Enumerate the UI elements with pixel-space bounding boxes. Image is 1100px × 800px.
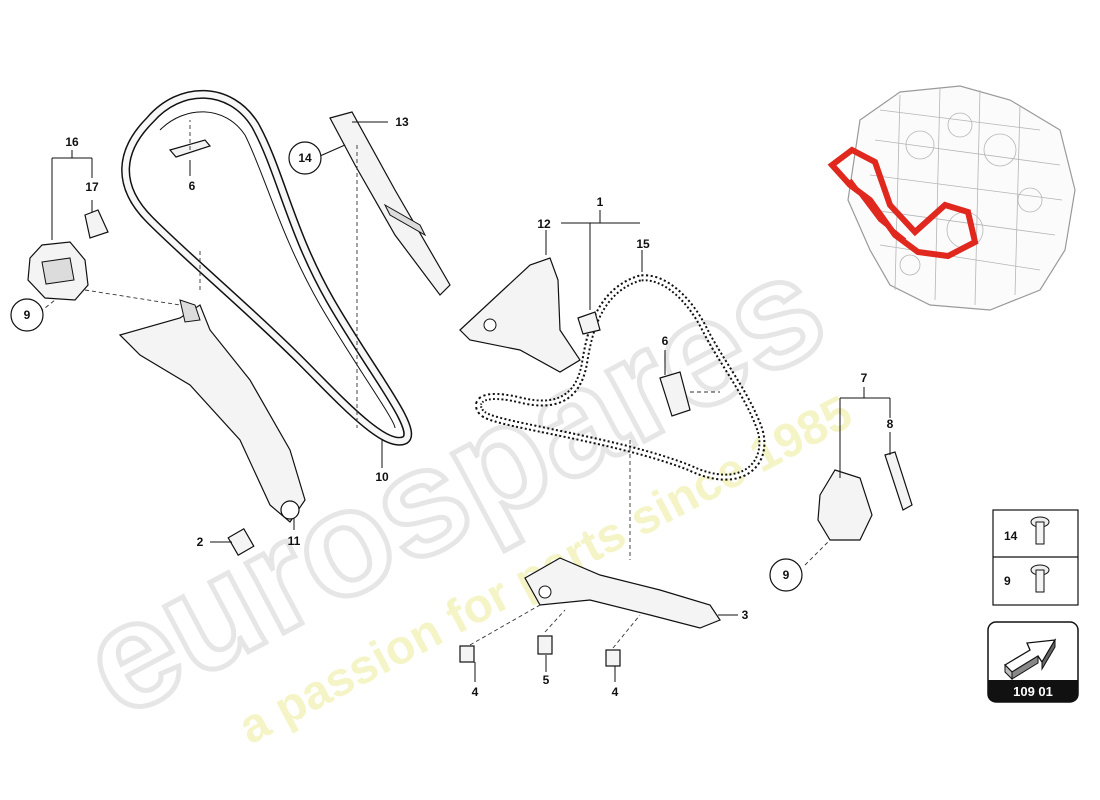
callout-13: 13 bbox=[395, 115, 409, 129]
callout-15: 15 bbox=[636, 237, 650, 251]
drive-belt bbox=[121, 89, 413, 446]
bolt-icon bbox=[1030, 516, 1050, 545]
chain-tensioner-right bbox=[817, 469, 873, 541]
callout-circle-14 bbox=[288, 141, 322, 175]
bolt-4-right bbox=[605, 649, 621, 667]
legend-label-14: 14 bbox=[1004, 529, 1018, 543]
tensioner-gasket-right bbox=[884, 451, 913, 511]
legend-label-9: 9 bbox=[1004, 574, 1011, 588]
page-reference-code: 109 01 bbox=[1013, 684, 1053, 699]
page-reference[interactable]: 109 01 bbox=[987, 621, 1079, 703]
callout-11: 11 bbox=[288, 534, 301, 548]
callout-circle-9-right bbox=[769, 558, 803, 592]
bolt-4-left bbox=[459, 645, 475, 663]
callout-10: 10 bbox=[375, 470, 389, 484]
callout-9-right: 9 bbox=[783, 568, 790, 582]
dashed-leaders bbox=[39, 120, 831, 649]
callout-7: 7 bbox=[861, 371, 868, 385]
callout-4-right: 4 bbox=[612, 685, 619, 699]
bushing-2 bbox=[227, 528, 255, 556]
highlighted-timing-chain bbox=[827, 146, 979, 260]
callout-6-top: 6 bbox=[189, 179, 196, 193]
callout-3: 3 bbox=[742, 608, 749, 622]
arrow-icon bbox=[1003, 638, 1057, 681]
callout-17: 17 bbox=[85, 180, 99, 194]
guide-rail bbox=[329, 111, 451, 296]
callout-6-middle: 6 bbox=[662, 334, 669, 348]
callout-9-left: 9 bbox=[24, 308, 31, 322]
bolt-icon bbox=[1030, 564, 1050, 593]
timing-chain bbox=[475, 274, 766, 481]
tensioner-rail bbox=[118, 304, 306, 523]
callout-2: 2 bbox=[197, 535, 204, 549]
callout-12: 12 bbox=[537, 217, 551, 231]
callout-1: 1 bbox=[597, 195, 604, 209]
callout-4-left: 4 bbox=[472, 685, 479, 699]
callout-5: 5 bbox=[543, 673, 550, 687]
tensioner-gasket bbox=[84, 209, 109, 239]
chain-guide bbox=[459, 257, 581, 373]
lower-guide-rail bbox=[524, 557, 721, 629]
callout-14: 14 bbox=[298, 151, 312, 165]
watermark: eurospares a passion for parts since 198… bbox=[54, 218, 861, 755]
callout-8: 8 bbox=[887, 417, 894, 431]
callout-labels: 16 17 9 6 14 13 1 12 15 6 7 8 10 2 11 9 … bbox=[24, 115, 894, 699]
chain-guide-clip-middle bbox=[659, 371, 691, 417]
callout-circle-9-left bbox=[10, 298, 44, 332]
fastener-legend: 14 9 bbox=[992, 509, 1079, 606]
engine-thumbnail bbox=[827, 85, 1076, 311]
bolt-5 bbox=[537, 635, 553, 655]
guide-clip bbox=[577, 311, 601, 335]
callout-16: 16 bbox=[65, 135, 79, 149]
leader-lines bbox=[51, 121, 891, 682]
